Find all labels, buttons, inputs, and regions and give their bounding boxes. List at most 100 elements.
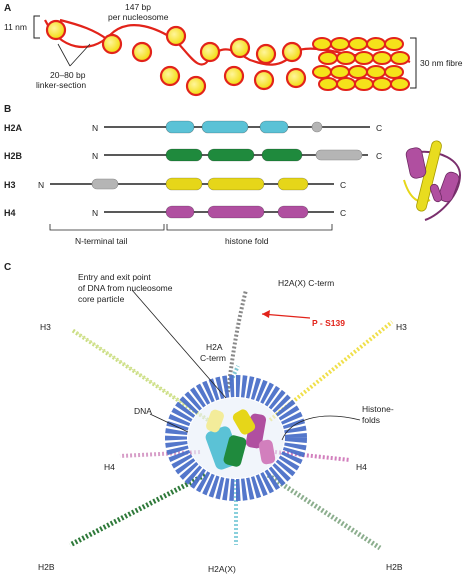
- dna-pointer: [149, 413, 189, 433]
- nucleosome: [253, 69, 275, 91]
- fibre-nucleosome: [312, 37, 332, 51]
- nucleosome: [165, 25, 187, 47]
- h2ax-cterm-label: H2A(X) C-term: [278, 278, 334, 288]
- linker-pointer: [57, 43, 71, 67]
- fibre-nucleosome: [348, 37, 368, 51]
- fibre-nucleosome: [348, 65, 368, 79]
- histone-fold-ribbon-icon: [403, 140, 462, 221]
- histone-fold-helix: [165, 148, 203, 162]
- c-terminus-label: C: [376, 151, 382, 161]
- c-terminus-label: C: [340, 180, 346, 190]
- nucleosome: [285, 67, 307, 89]
- histone-fold-helix: [165, 120, 195, 134]
- nucleosome-bp-line1: 147 bp: [125, 2, 151, 12]
- h3-left-label: H3: [40, 322, 51, 332]
- fold-bracket: [166, 224, 333, 231]
- fibre-nucleosome: [330, 65, 350, 79]
- nucleosome: [131, 41, 153, 63]
- fibre-nucleosome: [336, 77, 356, 91]
- c-terminus-label: C: [340, 208, 346, 218]
- fibre-nucleosome: [318, 77, 338, 91]
- nucleosome-beads: [45, 19, 307, 97]
- panel-c-label: C: [4, 262, 11, 273]
- linker-label-line1: 20–80 bp: [50, 70, 86, 80]
- histone-fold-helix: [277, 177, 309, 191]
- tail-bracket: [49, 224, 165, 231]
- histone-fold-helix: [165, 205, 195, 219]
- nucleosome: [185, 75, 207, 97]
- fibre-nucleosome: [384, 65, 404, 79]
- phospho-arrowhead: [262, 310, 270, 318]
- linker-pointer: [69, 43, 91, 67]
- fibre-nucleosome: [384, 37, 404, 51]
- fibre-nucleosome: [366, 37, 386, 51]
- histone-name-h3: H3: [4, 180, 16, 190]
- n-terminus-label: N: [92, 208, 98, 218]
- entry-exit-line2: of DNA from nucleosome: [78, 283, 173, 293]
- histone-folds-line1: Histone-: [362, 404, 394, 414]
- histone-fold-helix: [259, 120, 289, 134]
- histone-fold-helix: [201, 120, 249, 134]
- histone-name-h4: H4: [4, 208, 16, 218]
- histone-name-h2b: H2B: [4, 151, 23, 161]
- fibre-nucleosome: [390, 77, 410, 91]
- fibre-nucleosome: [366, 65, 386, 79]
- linker-label-line2: linker-section: [36, 80, 86, 90]
- h4-left-label: H4: [104, 462, 115, 472]
- nucleosome: [101, 33, 123, 55]
- dna-label: DNA: [134, 406, 152, 416]
- entry-exit-pointer: [131, 289, 227, 399]
- fibre-nucleosome: [372, 77, 392, 91]
- entry-exit-line1: Entry and exit point: [78, 272, 151, 282]
- phospho-arrow: [261, 313, 311, 319]
- dna-strand-2: [59, 18, 109, 41]
- histone-folds-pointer: [281, 415, 361, 441]
- n-terminus-label: N: [92, 151, 98, 161]
- c-terminus-label: C: [376, 123, 382, 133]
- h2b-left-label: H2B: [38, 562, 55, 572]
- histone-fold-helix: [207, 205, 265, 219]
- nucleosome: [223, 65, 245, 87]
- histone-fold-helix: [277, 205, 309, 219]
- nucleosome: [45, 19, 67, 41]
- n-terminus-label: N: [92, 123, 98, 133]
- nucleosome-core: [165, 375, 307, 501]
- h2a-cterm-line2: C-term: [200, 353, 226, 363]
- fibre-nucleosome: [336, 51, 356, 65]
- fibre-nucleosome: [390, 51, 410, 65]
- grey-helix: [315, 149, 363, 161]
- fibre-nucleosome: [330, 37, 350, 51]
- nucleosome: [159, 65, 181, 87]
- scale-label-11nm: 11 nm: [4, 22, 27, 32]
- nucleosome: [229, 37, 251, 59]
- histone-fold-helix: [207, 148, 255, 162]
- fibre-nucleosome: [354, 77, 374, 91]
- scale-bracket-30nm: [410, 37, 417, 89]
- h2a-cterm-line1: H2A: [206, 342, 223, 352]
- nucleosome: [281, 41, 303, 63]
- h3-right-label: H3: [396, 322, 407, 332]
- fibre-stacks: [312, 37, 410, 91]
- grey-helix: [91, 178, 119, 190]
- panel-a-label: A: [4, 3, 11, 14]
- fibre-nucleosome: [372, 51, 392, 65]
- h4-right-label: H4: [356, 462, 367, 472]
- tail-label: N-terminal tail: [75, 236, 128, 246]
- entry-exit-line3: core particle: [78, 294, 125, 304]
- scale-bracket-11nm: [33, 15, 40, 39]
- h2ax-bottom-label: H2A(X): [208, 564, 236, 574]
- n-terminus-label: N: [38, 180, 44, 190]
- fibre-nucleosome: [354, 51, 374, 65]
- fibre-nucleosome: [318, 51, 338, 65]
- nucleosome: [255, 43, 277, 65]
- fibre-nucleosome: [312, 65, 332, 79]
- nucleosome-bp-line2: per nucleosome: [108, 12, 169, 22]
- grey-helix: [311, 121, 323, 133]
- phospho-s139-label: P - S139: [312, 318, 345, 328]
- fibre-label: 30 nm fibre: [420, 58, 463, 68]
- panel-b-label: B: [4, 104, 11, 115]
- histone-name-h2a: H2A: [4, 123, 23, 133]
- h2b-right-label: H2B: [386, 562, 403, 572]
